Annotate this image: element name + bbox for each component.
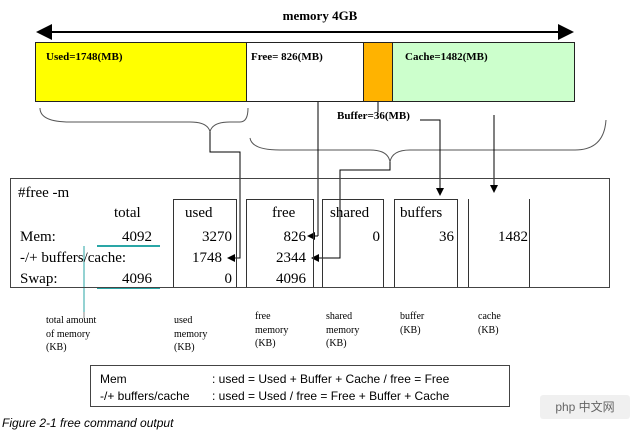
- buffer-label: Buffer=36(MB): [337, 110, 410, 122]
- formula-legend: [90, 365, 510, 407]
- legend-bc-label: -/+ buffers/cache: [100, 389, 190, 403]
- used-segment-label: Used=1748(MB): [46, 51, 123, 63]
- mem-total: 4092: [122, 229, 152, 245]
- row-buffers-cache-label: -/+ buffers/cache:: [20, 250, 127, 266]
- note-shared: shared memory (KB): [326, 311, 360, 349]
- note-cache: cache (KB): [478, 311, 501, 336]
- mem-shared: 0: [372, 229, 381, 245]
- free-segment-label: Free= 826(MB): [251, 51, 323, 63]
- header-total: total: [114, 205, 141, 221]
- cache-segment: Cache=1482(MB): [392, 42, 575, 102]
- free-column: [246, 199, 314, 287]
- row-swap-label: Swap:: [20, 271, 58, 287]
- header-shared: shared: [330, 205, 370, 221]
- cache-segment-label: Cache=1482(MB): [405, 51, 488, 63]
- legend-bc-formula: : used = Used / free = Free + Buffer + C…: [212, 389, 450, 403]
- mem-buffers: 36: [439, 229, 454, 245]
- free-cache-brace: [249, 119, 607, 163]
- header-free: free: [272, 205, 296, 221]
- cache-column: [468, 199, 530, 287]
- mem-used: 3270: [202, 229, 232, 245]
- free-output-box: [10, 178, 610, 288]
- note-free: free memory (KB): [255, 311, 289, 349]
- mem-cache: 1482: [498, 229, 528, 245]
- watermark-logo: php 中文网: [540, 395, 630, 419]
- shared-column: [322, 199, 384, 287]
- legend-mem-label: Mem: [100, 372, 127, 386]
- buffers-column: [394, 199, 458, 287]
- buffer-arrow: [420, 119, 444, 196]
- swap-total: 4096: [122, 271, 152, 287]
- note-total: total amount of memory (KB): [46, 315, 97, 353]
- used-brace: [39, 107, 249, 133]
- command-line: #free -m: [18, 185, 70, 201]
- free-total-arrow: [311, 162, 391, 262]
- memory-title: memory 4GB: [282, 8, 358, 23]
- used-column: [173, 199, 237, 287]
- bc-free: 2344: [276, 250, 306, 266]
- swap-used: 0: [224, 271, 233, 287]
- swap-free: 4096: [276, 271, 306, 287]
- note-used: used memory (KB): [174, 315, 208, 353]
- row-mem-label: Mem:: [20, 229, 56, 245]
- legend-mem-formula: : used = Used + Buffer + Cache / free = …: [212, 372, 450, 386]
- mem-free: 826: [283, 229, 307, 245]
- note-buffer: buffer (KB): [400, 311, 425, 336]
- bc-used: 1748: [192, 250, 222, 266]
- header-used: used: [185, 205, 213, 221]
- buffer-segment: [363, 42, 393, 102]
- figure-caption: Figure 2-1 free command output: [2, 416, 174, 430]
- header-buffers: buffers: [400, 205, 443, 221]
